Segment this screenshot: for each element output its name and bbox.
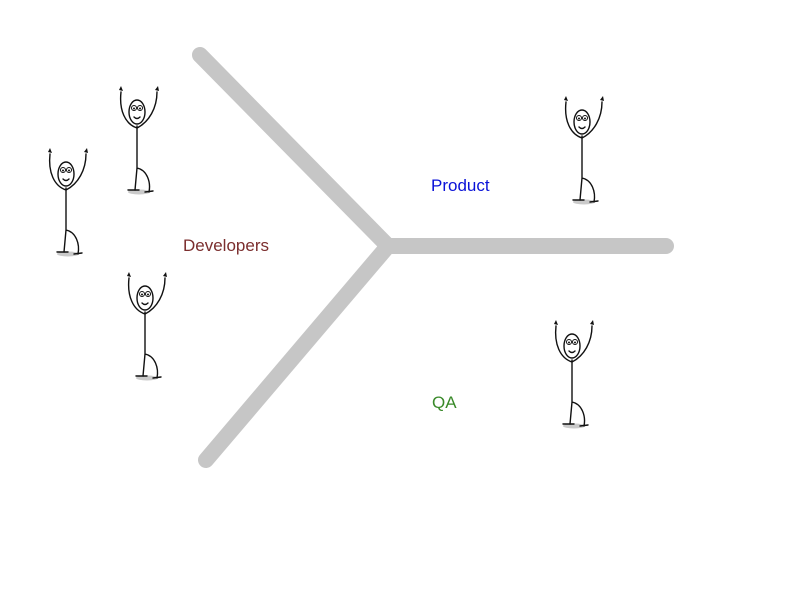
stick-figure-icon: [126, 271, 168, 382]
developers-group: [47, 85, 168, 382]
stick-figure-icon: [563, 95, 605, 206]
qa-label: QA: [432, 393, 457, 412]
qa-group: [553, 319, 595, 430]
developers-label: Developers: [183, 236, 269, 255]
product-group: [563, 95, 605, 206]
stick-figure-icon: [118, 85, 160, 196]
fork-arm-upper: [192, 47, 396, 254]
product-label: Product: [431, 176, 490, 195]
fork-shape: [192, 47, 674, 468]
stick-figure-icon: [47, 147, 89, 258]
fork-arm-lower: [198, 238, 396, 468]
stick-figure-icon: [553, 319, 595, 430]
